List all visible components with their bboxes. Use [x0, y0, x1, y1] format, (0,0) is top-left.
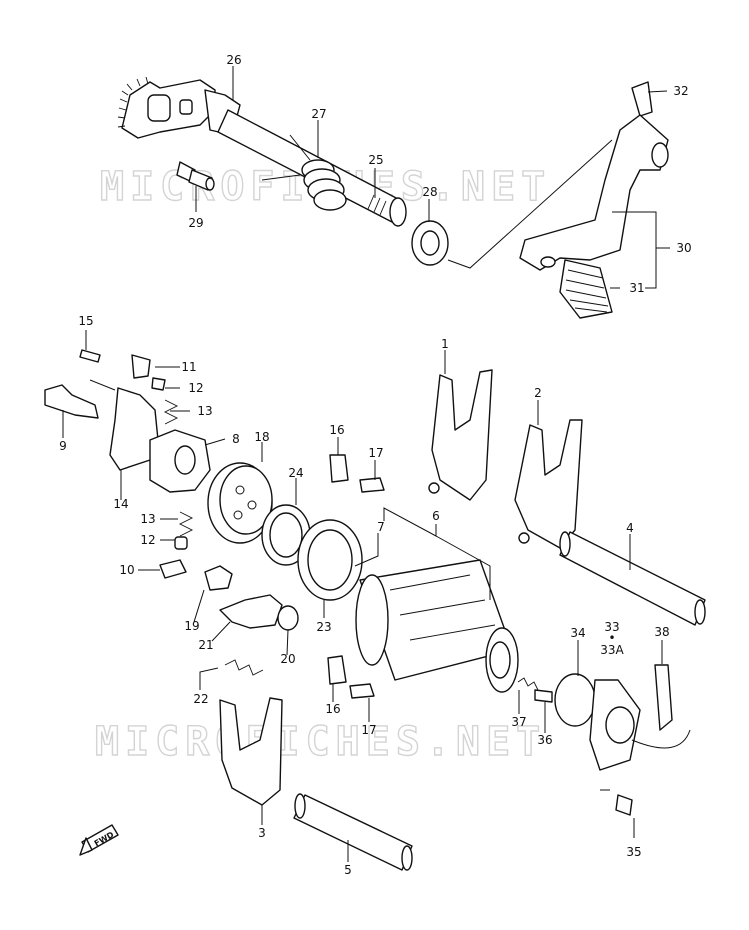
gearshift-cam-drum — [355, 559, 519, 693]
callout-9: 9 — [59, 439, 67, 453]
return-spring — [261, 134, 347, 211]
callout-24: 24 — [288, 466, 303, 480]
callout-2: 2 — [534, 386, 542, 400]
callout-6: 6 — [432, 509, 440, 523]
fork-shaft-5 — [293, 793, 413, 871]
callout-16b: 16 — [325, 702, 340, 716]
callout-17: 17 — [368, 446, 383, 460]
callout-dot: • — [608, 631, 615, 645]
callout-33: 33 — [604, 620, 619, 634]
callouts: 26 27 25 28 29 32 30 31 15 11 12 13 9 8 … — [59, 53, 691, 877]
callout-12b: 12 — [140, 533, 155, 547]
callout-17b: 17 — [361, 723, 376, 737]
callout-5: 5 — [344, 863, 352, 877]
callout-31: 31 — [629, 281, 644, 295]
gearshift-fork-3 — [219, 697, 283, 806]
callout-16: 16 — [329, 423, 344, 437]
callout-27: 27 — [311, 107, 326, 121]
callout-8: 8 — [232, 432, 240, 446]
callout-29: 29 — [188, 216, 203, 230]
gearshift-fork-1 — [428, 369, 493, 501]
callout-10: 10 — [119, 563, 134, 577]
callout-13: 13 — [197, 404, 212, 418]
gear-position-switch — [517, 664, 691, 816]
callout-34: 34 — [570, 626, 585, 640]
callout-1: 1 — [441, 337, 449, 351]
callout-20: 20 — [280, 652, 295, 666]
stopper-plates — [327, 454, 385, 699]
callout-4: 4 — [626, 521, 634, 535]
bearings — [261, 504, 363, 601]
callout-32: 32 — [673, 84, 688, 98]
callout-21: 21 — [198, 638, 213, 652]
callout-22: 22 — [193, 692, 208, 706]
watermark-bottom: MICROFICHES.NET — [95, 719, 546, 765]
callout-11: 11 — [181, 360, 196, 374]
callout-19: 19 — [184, 619, 199, 633]
callout-12: 12 — [188, 381, 203, 395]
gearshift-fork-2 — [514, 419, 583, 549]
cam-stopper-assembly — [44, 349, 211, 579]
callout-35: 35 — [626, 845, 641, 859]
callout-28: 28 — [422, 185, 437, 199]
callout-36: 36 — [537, 733, 552, 747]
callout-33a: 33A — [600, 643, 624, 657]
callout-13b: 13 — [140, 512, 155, 526]
callout-3: 3 — [258, 826, 266, 840]
callout-26: 26 — [226, 53, 241, 67]
gear-shift-shaft — [117, 76, 407, 227]
stopper-bolt — [176, 161, 215, 191]
leader-lines — [62, 66, 670, 862]
callout-7: 7 — [377, 520, 385, 534]
callout-18: 18 — [254, 430, 269, 444]
fork-shaft-4 — [559, 531, 706, 626]
oil-seal — [411, 220, 449, 266]
callout-23: 23 — [316, 620, 331, 634]
callout-25: 25 — [368, 153, 383, 167]
callout-15: 15 — [78, 314, 93, 328]
callout-38: 38 — [654, 625, 669, 639]
fwd-arrow-icon: FWD — [79, 824, 119, 856]
callout-30: 30 — [676, 241, 691, 255]
callout-14: 14 — [113, 497, 128, 511]
callout-37: 37 — [511, 715, 526, 729]
gear-shift-lever — [519, 81, 669, 319]
gearshift-cam — [207, 462, 273, 544]
